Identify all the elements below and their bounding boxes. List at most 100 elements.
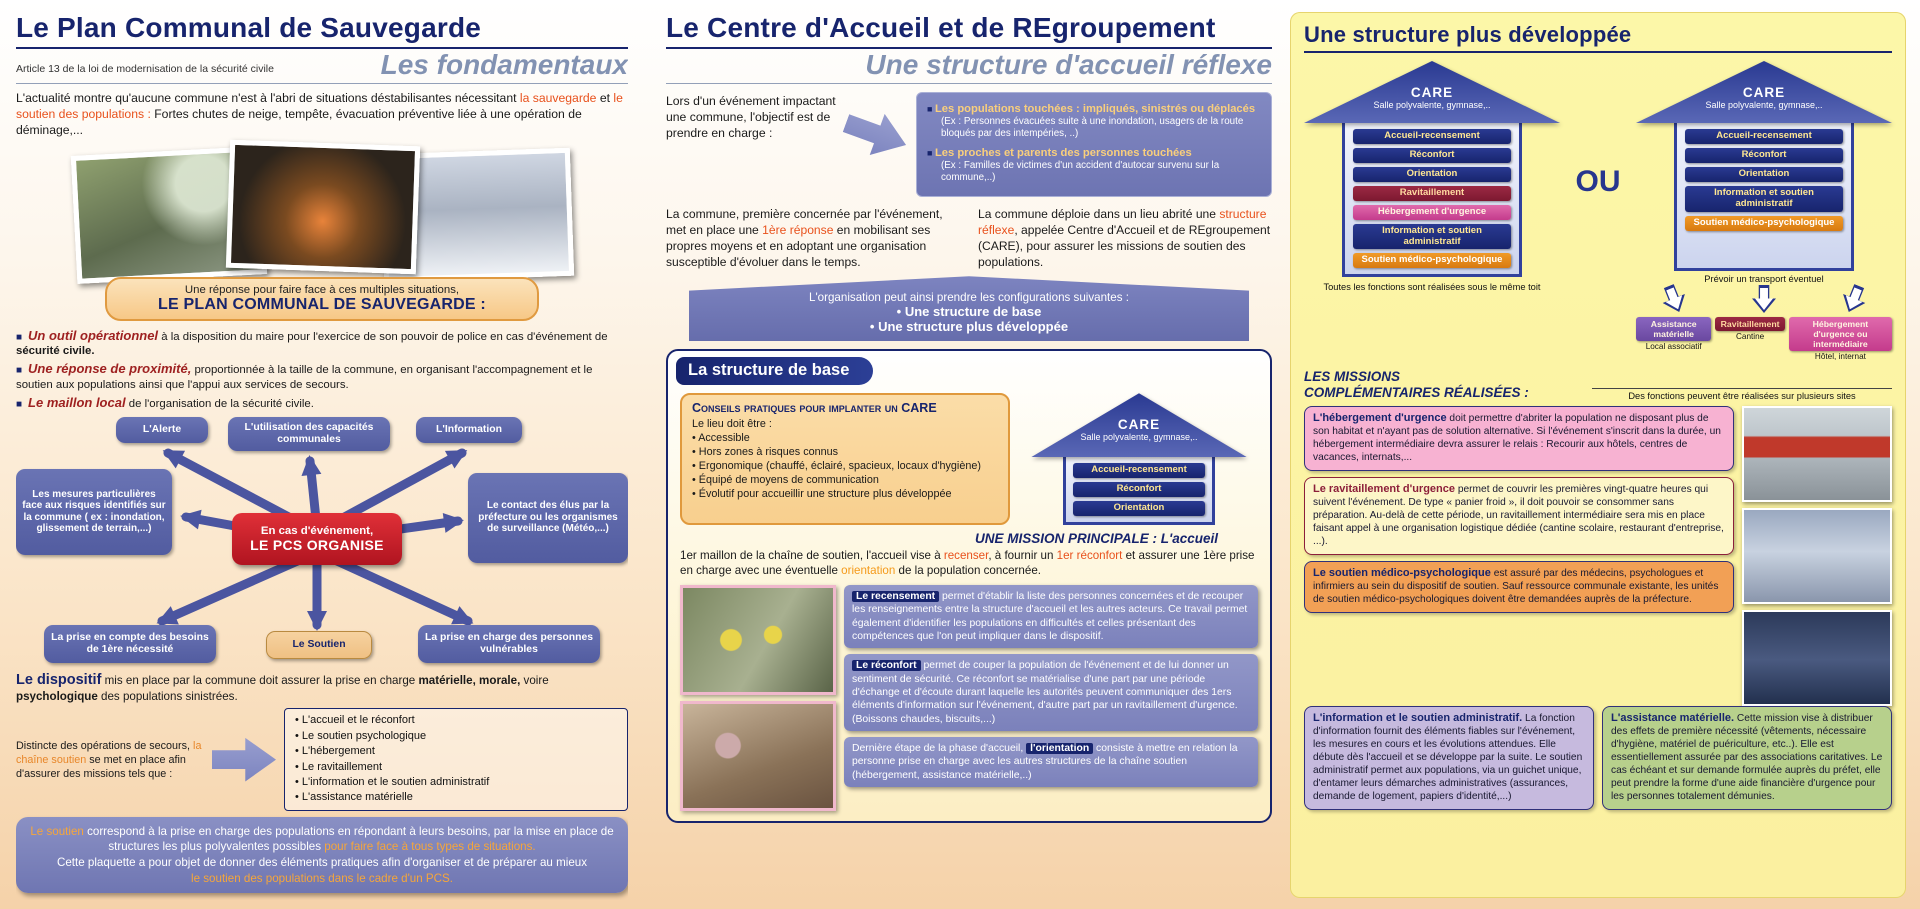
text-lead: L'assistance matérielle. xyxy=(1611,712,1735,725)
text-run: permet d'établir la liste des personnes … xyxy=(852,591,1248,643)
text-run: proportionnée à la taille de la commune,… xyxy=(16,364,593,391)
function-chip-orientation: Orientation xyxy=(1073,501,1205,517)
text-run: permet de couper la population de l'évén… xyxy=(852,660,1238,725)
diagram-node-contact: Le contact des élus par la préfecture ou… xyxy=(468,472,628,563)
care-sublabel: Salle polyvalente, gymnase,.. xyxy=(1373,100,1491,110)
text-run: La commune déploie dans un lieu abrité u… xyxy=(978,207,1220,222)
mission-principale-title: UNE MISSION PRINCIPALE : L'accueil xyxy=(975,531,1218,547)
missions-photos xyxy=(1742,406,1892,707)
missions-head-row: LES MISSIONS COMPLÉMENTAIRES RÉALISÉES :… xyxy=(1304,369,1892,401)
care-objective: Lors d'un événement impactant une commun… xyxy=(666,94,836,140)
pcs-title: Le Plan Communal de Sauvegarde xyxy=(16,12,628,49)
banner-option-base: Une structure de base xyxy=(699,304,1239,319)
mission-ravitaillement: Le ravitaillement d'urgence permet de co… xyxy=(1304,477,1734,555)
arrow-down-icon xyxy=(1752,285,1776,313)
pcs-bullet-proximite: Une réponse de proximité, proportionnée … xyxy=(16,361,628,392)
care-house-right: CARE Salle polyvalente, gymnase,.. Accue… xyxy=(1636,61,1892,271)
care-title-row: Une structure d'accueil réflexe xyxy=(666,49,1272,84)
text-run: permet de couvrir les premières vingt-qu… xyxy=(1313,484,1724,548)
pcs-chaine-row: Distincte des opérations de secours, la … xyxy=(16,708,628,811)
text-run: , appelée Centre d'Accueil et de REgroup… xyxy=(978,223,1271,269)
missions-title-line2: COMPLÉMENTAIRES RÉALISÉES : xyxy=(1304,385,1529,401)
chaine-item: Le soutien psychologique xyxy=(295,729,617,744)
missions-boxes: L'hébergement d'urgence doit permettre d… xyxy=(1304,406,1734,706)
chaine-item: Le ravitaillement xyxy=(295,760,617,775)
text-run: 1er maillon de la chaîne de soutien, l'a… xyxy=(680,549,944,563)
function-chip: Soutien médico-psychologique xyxy=(1684,215,1844,231)
pcs-intro: L'actualité montre qu'aucune commune n'e… xyxy=(16,91,628,139)
text-run: Cette mission vise à distribuer des effe… xyxy=(1611,713,1883,803)
text-highlight: le soutien des populations : xyxy=(16,91,623,121)
text-run: Cette plaquette a pour objet de donner d… xyxy=(56,856,588,870)
care-sublabel: Salle polyvalente, gymnase,.. xyxy=(1705,100,1823,110)
care-house-body: Accueil-recensement Réconfort Orientatio… xyxy=(1342,123,1522,278)
text-run: de l'organisation de la sécurité civile. xyxy=(125,398,314,411)
pcs-footer-box: Le soutien correspond à la prise en char… xyxy=(16,816,628,894)
text-lead: Le ravitaillement d'urgence xyxy=(1313,483,1455,496)
text-lead: l'orientation xyxy=(1026,742,1094,754)
structure-base-header: La structure de base xyxy=(676,357,874,386)
advice-item: Accessible xyxy=(692,431,998,445)
text-run: des populations sinistrées. xyxy=(97,690,238,704)
diagram-center-line2: LE PCS ORGANISE xyxy=(250,536,384,553)
care-objective-row: Lors d'un événement impactant une commun… xyxy=(666,92,1272,198)
pcs-bullet-outil: Un outil opérationnel à la disposition d… xyxy=(16,328,628,359)
structure-base-top-row: Conseils pratiques pour implanter un CAR… xyxy=(680,393,1258,526)
care-house-roof: CARE Salle polyvalente, gymnase,.. xyxy=(1031,393,1247,458)
text-lead: Une réponse de proximité, xyxy=(28,361,192,377)
infobox-recensement: Le recensement permet d'établir la liste… xyxy=(844,585,1258,649)
text-highlight: le soutien des populations dans le cadre… xyxy=(191,871,453,885)
function-chip: Orientation xyxy=(1684,166,1844,182)
photo-storm-fire xyxy=(225,139,421,274)
pcs-diagram: L'Alerte L'utilisation des capacités com… xyxy=(16,416,628,667)
care-targets-box: Les populations touchées : impliqués, si… xyxy=(916,92,1272,198)
text-highlight: pour faire face à tous types de situatio… xyxy=(324,840,536,854)
arrow-right-icon xyxy=(212,737,276,782)
missions-title-line1: LES MISSIONS xyxy=(1304,369,1401,384)
text-highlight: la sauvegarde xyxy=(519,91,597,105)
text-highlight: 1ère réponse xyxy=(762,223,834,238)
diagram-center-line1: En cas d'événement, xyxy=(260,524,374,537)
mission-assistance-materielle: L'assistance matérielle. Cette mission v… xyxy=(1602,706,1892,811)
care-house-base: CARE Salle polyvalente, gymnase,.. Accue… xyxy=(1031,393,1247,526)
care-label: CARE xyxy=(1117,417,1161,433)
text-run: La commune, première concernée par l'évé… xyxy=(666,207,943,238)
pcs-chaine-text: Distincte des opérations de secours, la … xyxy=(16,739,204,781)
care-target-proches: Les proches et parents des personnes tou… xyxy=(927,146,1261,185)
mission-hebergement: L'hébergement d'urgence doit permettre d… xyxy=(1304,406,1734,472)
text-lead: Le maillon local xyxy=(28,395,126,411)
text-bold: matérielle, morale, xyxy=(418,673,521,687)
function-chip: Orientation xyxy=(1352,166,1512,182)
panel-care: Le Centre d'Accueil et de REgroupement U… xyxy=(666,12,1272,900)
text-lead: Le recensement xyxy=(852,591,940,603)
pcs-subtitle: Article 13 de la loi de modernisation de… xyxy=(16,63,274,75)
structure-base-bottom-row: Le recensement permet d'établir la liste… xyxy=(680,585,1258,812)
chaine-item: L'accueil et le réconfort xyxy=(295,713,617,728)
care-paragraphs: La commune, première concernée par l'évé… xyxy=(666,207,1272,270)
function-chip: Ravitaillement xyxy=(1352,185,1512,201)
infobox-orientation: Dernière étape de la phase d'accueil, l'… xyxy=(844,736,1258,787)
developpee-title: Une structure plus développée xyxy=(1304,22,1892,53)
pcs-photo-collage xyxy=(16,139,628,293)
care-house-left: CARE Salle polyvalente, gymnase,.. Accue… xyxy=(1304,61,1560,278)
text-highlight: 1er réconfort xyxy=(1056,549,1123,563)
care-target-populations: Les populations touchées : impliqués, si… xyxy=(927,102,1261,141)
text-highlight: Le soutien xyxy=(30,824,84,838)
text-bold: psychologique xyxy=(16,690,98,704)
photo-rescue-team xyxy=(680,585,836,696)
text-run: mis en place par la commune doit assurer… xyxy=(101,673,419,687)
care-sublabel: Salle polyvalente, gymnase,.. xyxy=(1080,432,1198,443)
function-chip-reconfort: Réconfort xyxy=(1073,482,1205,498)
care-label: CARE xyxy=(1742,85,1786,100)
caption-same-roof: Toutes les fonctions sont réalisées sous… xyxy=(1323,282,1541,293)
missions-complementaires-title: LES MISSIONS COMPLÉMENTAIRES RÉALISÉES : xyxy=(1304,369,1529,401)
function-chip-accueil: Accueil-recensement xyxy=(1073,463,1205,479)
panel-structure-developpee: Une structure plus développée CARE Salle… xyxy=(1290,12,1906,898)
advice-item: Hors zones à risques connus xyxy=(692,445,998,459)
text-lead: Le soutien médico-psychologique xyxy=(1313,566,1491,579)
function-chip: Accueil-recensement xyxy=(1684,129,1844,144)
text-lead: L'hébergement d'urgence xyxy=(1313,412,1447,425)
diagram-node-soutien: Le Soutien xyxy=(266,630,372,659)
satellite-hebergement: Hébergement d'urgence ou intermédiaire H… xyxy=(1788,317,1892,361)
